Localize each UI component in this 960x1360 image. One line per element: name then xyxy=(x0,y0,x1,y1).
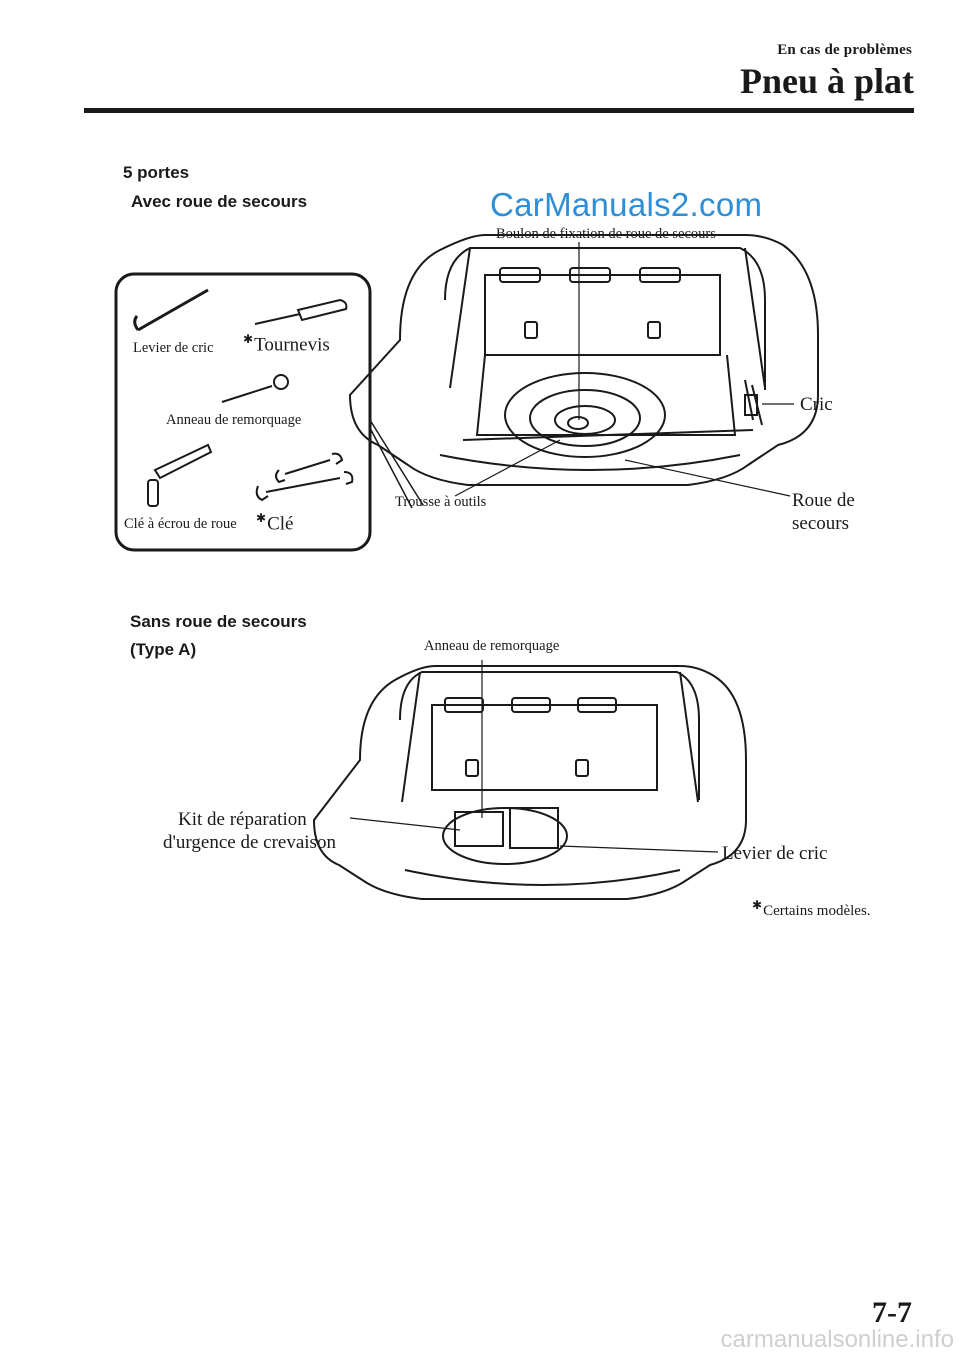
label-repair-kit-2: d'urgence de crevaison xyxy=(163,831,336,854)
lug-wrench-icon xyxy=(148,445,211,506)
label-repair-kit-1: Kit de réparation xyxy=(178,808,307,831)
callout-lines-1 xyxy=(455,242,794,496)
car-trunk-spare-illustration xyxy=(350,235,818,485)
section-type-heading: (Type A) xyxy=(130,640,196,660)
asterisk-icon: ✱ xyxy=(752,898,762,912)
label-tow-hook-2: Anneau de remorquage xyxy=(424,638,559,655)
section-no-spare-heading: Sans roue de secours xyxy=(130,612,307,632)
label-spare-bolt: Boulon de fixation de roue de secours xyxy=(496,226,716,243)
screwdriver-icon xyxy=(255,300,346,324)
label-spare-wheel-1: Roue de xyxy=(792,489,855,512)
label-tool-bag: Trousse à outils xyxy=(395,494,486,511)
label-lug-wrench: Clé à écrou de roue xyxy=(124,516,237,533)
label-spare-wheel-2: secours xyxy=(792,512,849,535)
footnote: ✱Certains modèles. xyxy=(752,898,871,920)
label-jack-lever: Levier de cric xyxy=(133,340,214,357)
wrench-icon xyxy=(257,454,353,500)
tow-hook-icon xyxy=(222,375,288,402)
label-jack-lever-2: Levier de cric xyxy=(722,842,827,865)
asterisk-icon: ✱ xyxy=(256,511,266,525)
label-jack: Cric xyxy=(800,393,833,416)
page-number: 7-7 xyxy=(872,1296,912,1330)
car-trunk-repair-kit-illustration xyxy=(314,666,746,899)
footer-watermark: carmanualsonline.info xyxy=(721,1326,954,1354)
asterisk-icon: ✱ xyxy=(243,332,253,346)
label-screwdriver: ✱Tournevis xyxy=(243,332,330,356)
label-wrench: ✱Clé xyxy=(256,511,293,535)
label-tow-hook: Anneau de remorquage xyxy=(166,412,301,429)
jack-lever-icon xyxy=(135,290,208,330)
